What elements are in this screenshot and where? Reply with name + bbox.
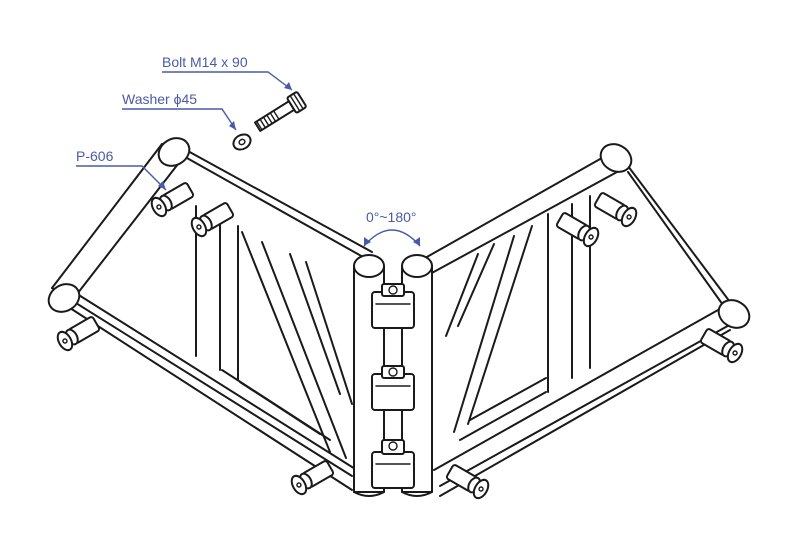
spigot-icon bbox=[699, 328, 744, 364]
bolt-label: Bolt M14 x 90 bbox=[162, 54, 248, 70]
angle-label: 0°~180° bbox=[366, 209, 417, 225]
spigot-icon bbox=[56, 316, 101, 352]
spigot-icon bbox=[150, 182, 195, 218]
callout-part: P-606 bbox=[76, 148, 167, 191]
hinge-plate bbox=[371, 439, 415, 489]
bolt-icon bbox=[253, 91, 307, 132]
spigot-icon bbox=[555, 212, 600, 248]
spigot-icon bbox=[190, 202, 235, 238]
callout-bolt: Bolt M14 x 90 bbox=[162, 54, 293, 91]
right-spigot-connectors bbox=[445, 192, 744, 500]
spigot-icon bbox=[593, 192, 638, 228]
washer-label: Washer ϕ45 bbox=[122, 91, 197, 107]
callout-washer: Washer ϕ45 bbox=[122, 91, 237, 131]
left-spigot-connectors bbox=[56, 182, 335, 496]
angle-indicator: 0°~180° bbox=[363, 209, 421, 247]
hinge-plates bbox=[371, 283, 415, 489]
hinge-plate bbox=[371, 283, 415, 329]
hinge-plate bbox=[371, 365, 415, 411]
washer-icon bbox=[232, 133, 252, 151]
spigot-icon bbox=[290, 460, 335, 496]
spigot-icon bbox=[445, 464, 490, 500]
part-label: P-606 bbox=[76, 148, 114, 164]
left-truss-section bbox=[47, 137, 373, 491]
right-truss-section bbox=[417, 143, 751, 497]
